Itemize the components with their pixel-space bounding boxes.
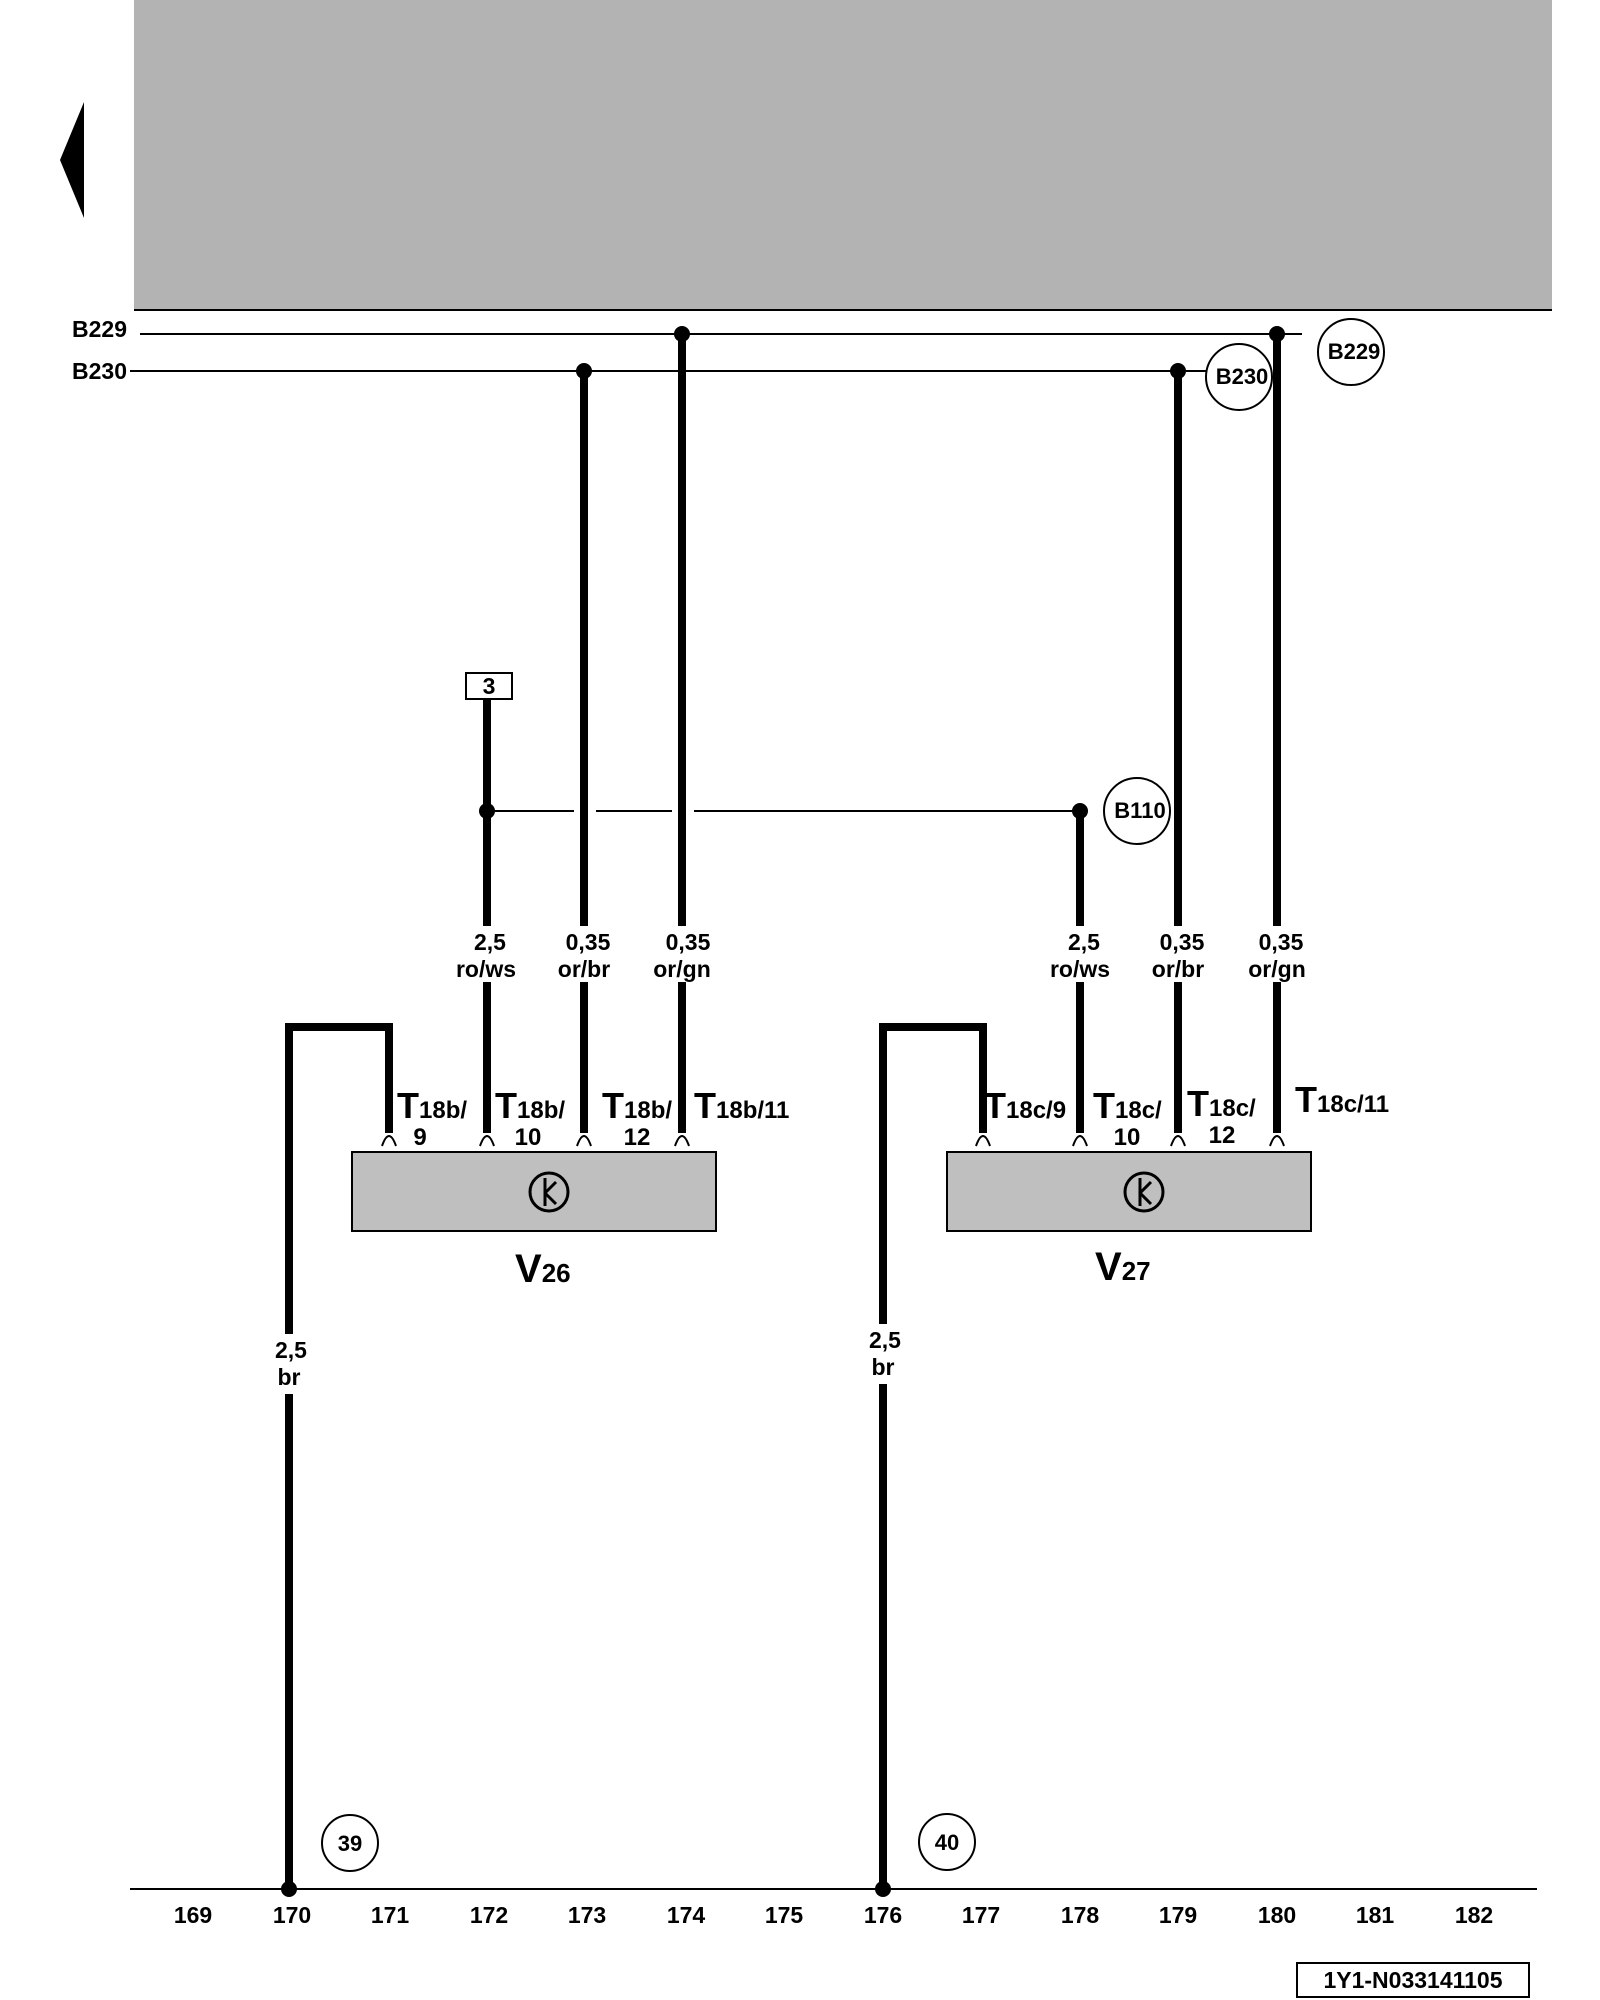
grid-number: 172 [470, 1902, 508, 1928]
grid-number: 169 [174, 1902, 212, 1928]
grid-number: 173 [568, 1902, 606, 1928]
junction-dot [479, 803, 495, 819]
svg-text:B229: B229 [1328, 339, 1381, 364]
svg-text:0,35: 0,35 [1160, 929, 1205, 955]
ground-connector-40: 40 [918, 1813, 976, 1871]
grid-number: 171 [371, 1902, 410, 1928]
grid-number: 181 [1356, 1902, 1395, 1928]
ground-connector-39: 39 [321, 1814, 379, 1872]
terminal-label-v26-10: T18b/ 10 [495, 1085, 565, 1151]
wire-label-g1: 2,5 br [262, 1334, 318, 1394]
component-label-v26: V26 [515, 1247, 571, 1291]
terminal-label-v26-11: T18b/11 [694, 1085, 789, 1126]
svg-text:B230: B230 [1216, 364, 1269, 389]
terminal-label-v27-10: T18c/ 10 [1093, 1085, 1162, 1151]
connector-b230: B230 [1205, 343, 1273, 411]
junction-dot [1170, 363, 1186, 379]
wire-label-w1: 2,5 ro/ws [450, 926, 524, 982]
junction-dot [674, 326, 690, 342]
svg-text:1Y1-N033141105: 1Y1-N033141105 [1323, 1967, 1502, 1993]
svg-text:T18c/11: T18c/11 [1295, 1079, 1389, 1120]
bus-label-b230: B230 [72, 358, 127, 384]
terminal-label-v27-12: T18c/ 12 [1187, 1083, 1256, 1149]
svg-text:or/br: or/br [1152, 956, 1204, 982]
grid-number: 178 [1061, 1902, 1100, 1928]
component-v27[interactable] [946, 1151, 1312, 1232]
header-band [134, 0, 1552, 310]
wire-label-w4: 2,5 ro/ws [1044, 926, 1118, 982]
wire-label-w3: 0,35 or/gn [646, 926, 720, 982]
bus-label-b229: B229 [72, 316, 127, 342]
svg-text:T18b/11: T18b/11 [694, 1085, 789, 1126]
junction-dot [875, 1881, 891, 1897]
junction-dot [576, 363, 592, 379]
document-id: 1Y1-N033141105 [1296, 1962, 1530, 1998]
svg-text:br: br [278, 1364, 301, 1390]
junction-dot [1072, 803, 1088, 819]
pin-arrows-v27 [975, 1135, 1285, 1147]
svg-text:T18c/: T18c/ [1093, 1085, 1162, 1126]
svg-text:br: br [872, 1354, 895, 1380]
svg-text:9: 9 [413, 1124, 426, 1151]
svg-text:T18b/: T18b/ [602, 1085, 672, 1126]
motor-symbol-icon [1123, 1171, 1165, 1213]
connector-b229: B229 [1317, 318, 1385, 386]
terminal-label-v26-12: T18b/ 12 [602, 1085, 672, 1151]
svg-text:40: 40 [935, 1830, 959, 1855]
svg-text:10: 10 [1114, 1124, 1141, 1151]
nav-back-triangle-icon[interactable] [60, 102, 84, 218]
svg-text:T18b/: T18b/ [495, 1085, 565, 1126]
svg-text:2,5: 2,5 [275, 1337, 307, 1363]
component-label-v27: V27 [1095, 1245, 1151, 1289]
grid-number: 175 [765, 1902, 804, 1928]
grid-number: 176 [864, 1902, 902, 1928]
wire-label-g2: 2,5 br [856, 1324, 912, 1384]
svg-text:T18c/9: T18c/9 [984, 1085, 1066, 1126]
grid-number: 177 [962, 1902, 1000, 1928]
svg-text:or/br: or/br [558, 956, 610, 982]
svg-text:10: 10 [515, 1124, 542, 1151]
terminal-label-v26-9: T18b/ 9 [397, 1085, 467, 1151]
svg-text:2,5: 2,5 [1068, 929, 1100, 955]
pin-arrows-v26 [381, 1135, 690, 1147]
svg-text:2,5: 2,5 [869, 1327, 901, 1353]
component-v26[interactable] [351, 1151, 717, 1232]
grid-number: 174 [667, 1902, 706, 1928]
svg-text:T18b/: T18b/ [397, 1085, 467, 1126]
wire-label-w2: 0,35 or/br [548, 926, 622, 982]
grid-number: 182 [1455, 1902, 1493, 1928]
ground-wire-v26 [285, 1023, 393, 1890]
motor-symbol-icon [528, 1171, 570, 1213]
svg-text:T18c/: T18c/ [1187, 1083, 1256, 1124]
junction-dot [281, 1881, 297, 1897]
terminal-label-v27-9: T18c/9 [984, 1085, 1066, 1126]
grid-number: 180 [1258, 1902, 1296, 1928]
terminal-label-v27-11: T18c/11 [1295, 1079, 1389, 1120]
wire-label-w5: 0,35 or/br [1142, 926, 1216, 982]
svg-text:ro/ws: ro/ws [456, 956, 516, 982]
grid-number: 170 [273, 1902, 311, 1928]
wire-label-w6: 0,35 or/gn [1241, 926, 1315, 982]
svg-text:2,5: 2,5 [474, 929, 506, 955]
svg-text:0,35: 0,35 [1259, 929, 1304, 955]
svg-text:ro/ws: ro/ws [1050, 956, 1110, 982]
svg-text:0,35: 0,35 [666, 929, 711, 955]
connector-b110: B110 [1103, 777, 1171, 845]
svg-text:0,35: 0,35 [566, 929, 611, 955]
svg-text:or/gn: or/gn [653, 956, 711, 982]
svg-text:12: 12 [1209, 1122, 1236, 1149]
svg-text:B110: B110 [1114, 798, 1165, 823]
ground-wire-v27 [879, 1023, 987, 1890]
svg-text:or/gn: or/gn [1248, 956, 1306, 982]
svg-text:39: 39 [338, 1831, 362, 1856]
ref-box-label: 3 [483, 673, 496, 699]
junction-dot [1269, 326, 1285, 342]
grid-numbers: 169 170 171 172 173 174 175 176 177 178 … [174, 1902, 1493, 1928]
grid-number: 179 [1159, 1902, 1197, 1928]
svg-text:12: 12 [624, 1124, 651, 1151]
